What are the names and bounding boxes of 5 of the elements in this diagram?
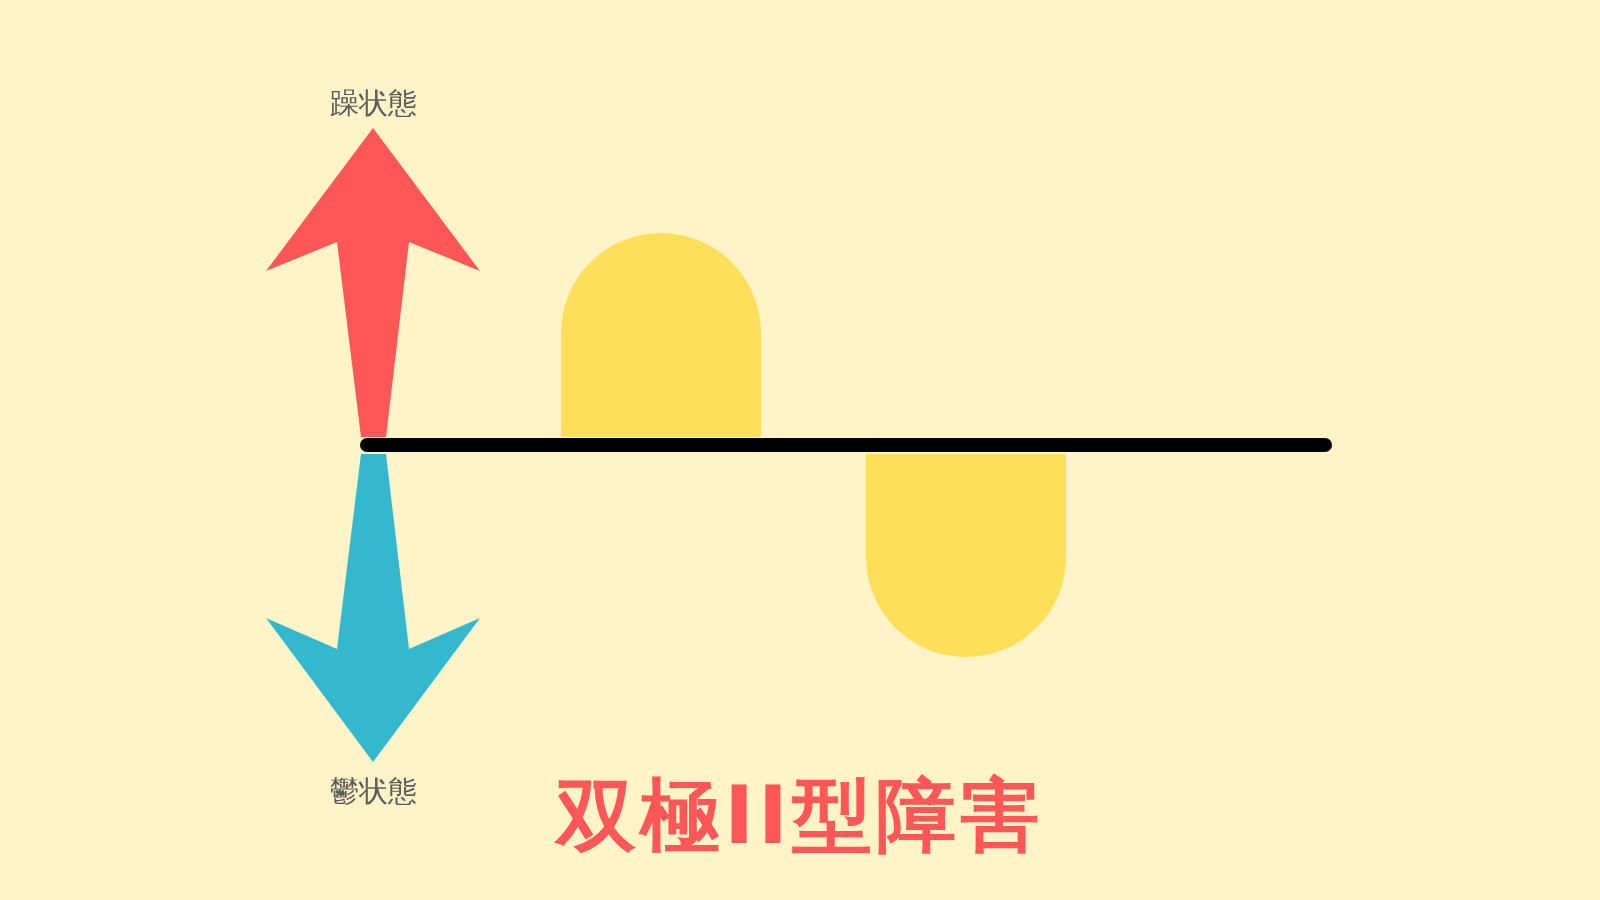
title: 双極II型障害 (556, 772, 1044, 860)
state-label: 鬱状態 (329, 776, 417, 808)
state-label: 躁状態 (329, 88, 417, 120)
rounded-bar (561, 233, 761, 437)
rounded-bar (866, 454, 1066, 657)
